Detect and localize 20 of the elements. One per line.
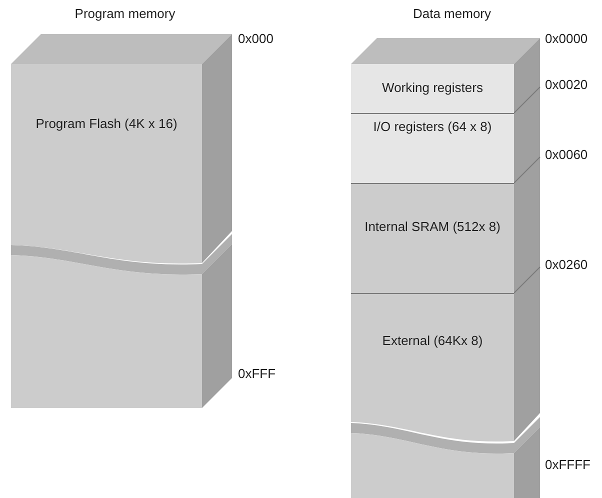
region-label: External (64Kx 8) (381, 333, 484, 349)
region-label: Internal SRAM (512x 8) (364, 219, 502, 235)
address-label: 0xFFF (238, 366, 276, 381)
address-label: 0x0260 (545, 257, 588, 272)
region-label: Working registers (381, 80, 484, 96)
memory-region (351, 433, 514, 498)
region-label: Program Flash (4K x 16) (34, 116, 178, 132)
memory-region (351, 183, 514, 293)
address-label: 0x000 (238, 31, 274, 46)
address-label: 0x0000 (545, 31, 588, 46)
memory-region (351, 64, 514, 113)
address-label: 0x0020 (545, 77, 588, 92)
memory-region (351, 113, 514, 183)
region-label: I/O registers (64 x 8) (372, 119, 493, 135)
memory-region (11, 255, 202, 408)
column-title: Data memory (412, 6, 492, 21)
address-label: 0xFFFF (545, 457, 590, 472)
memory-region (11, 64, 202, 263)
column-title: Program memory (74, 6, 176, 21)
address-label: 0x0060 (545, 147, 588, 162)
